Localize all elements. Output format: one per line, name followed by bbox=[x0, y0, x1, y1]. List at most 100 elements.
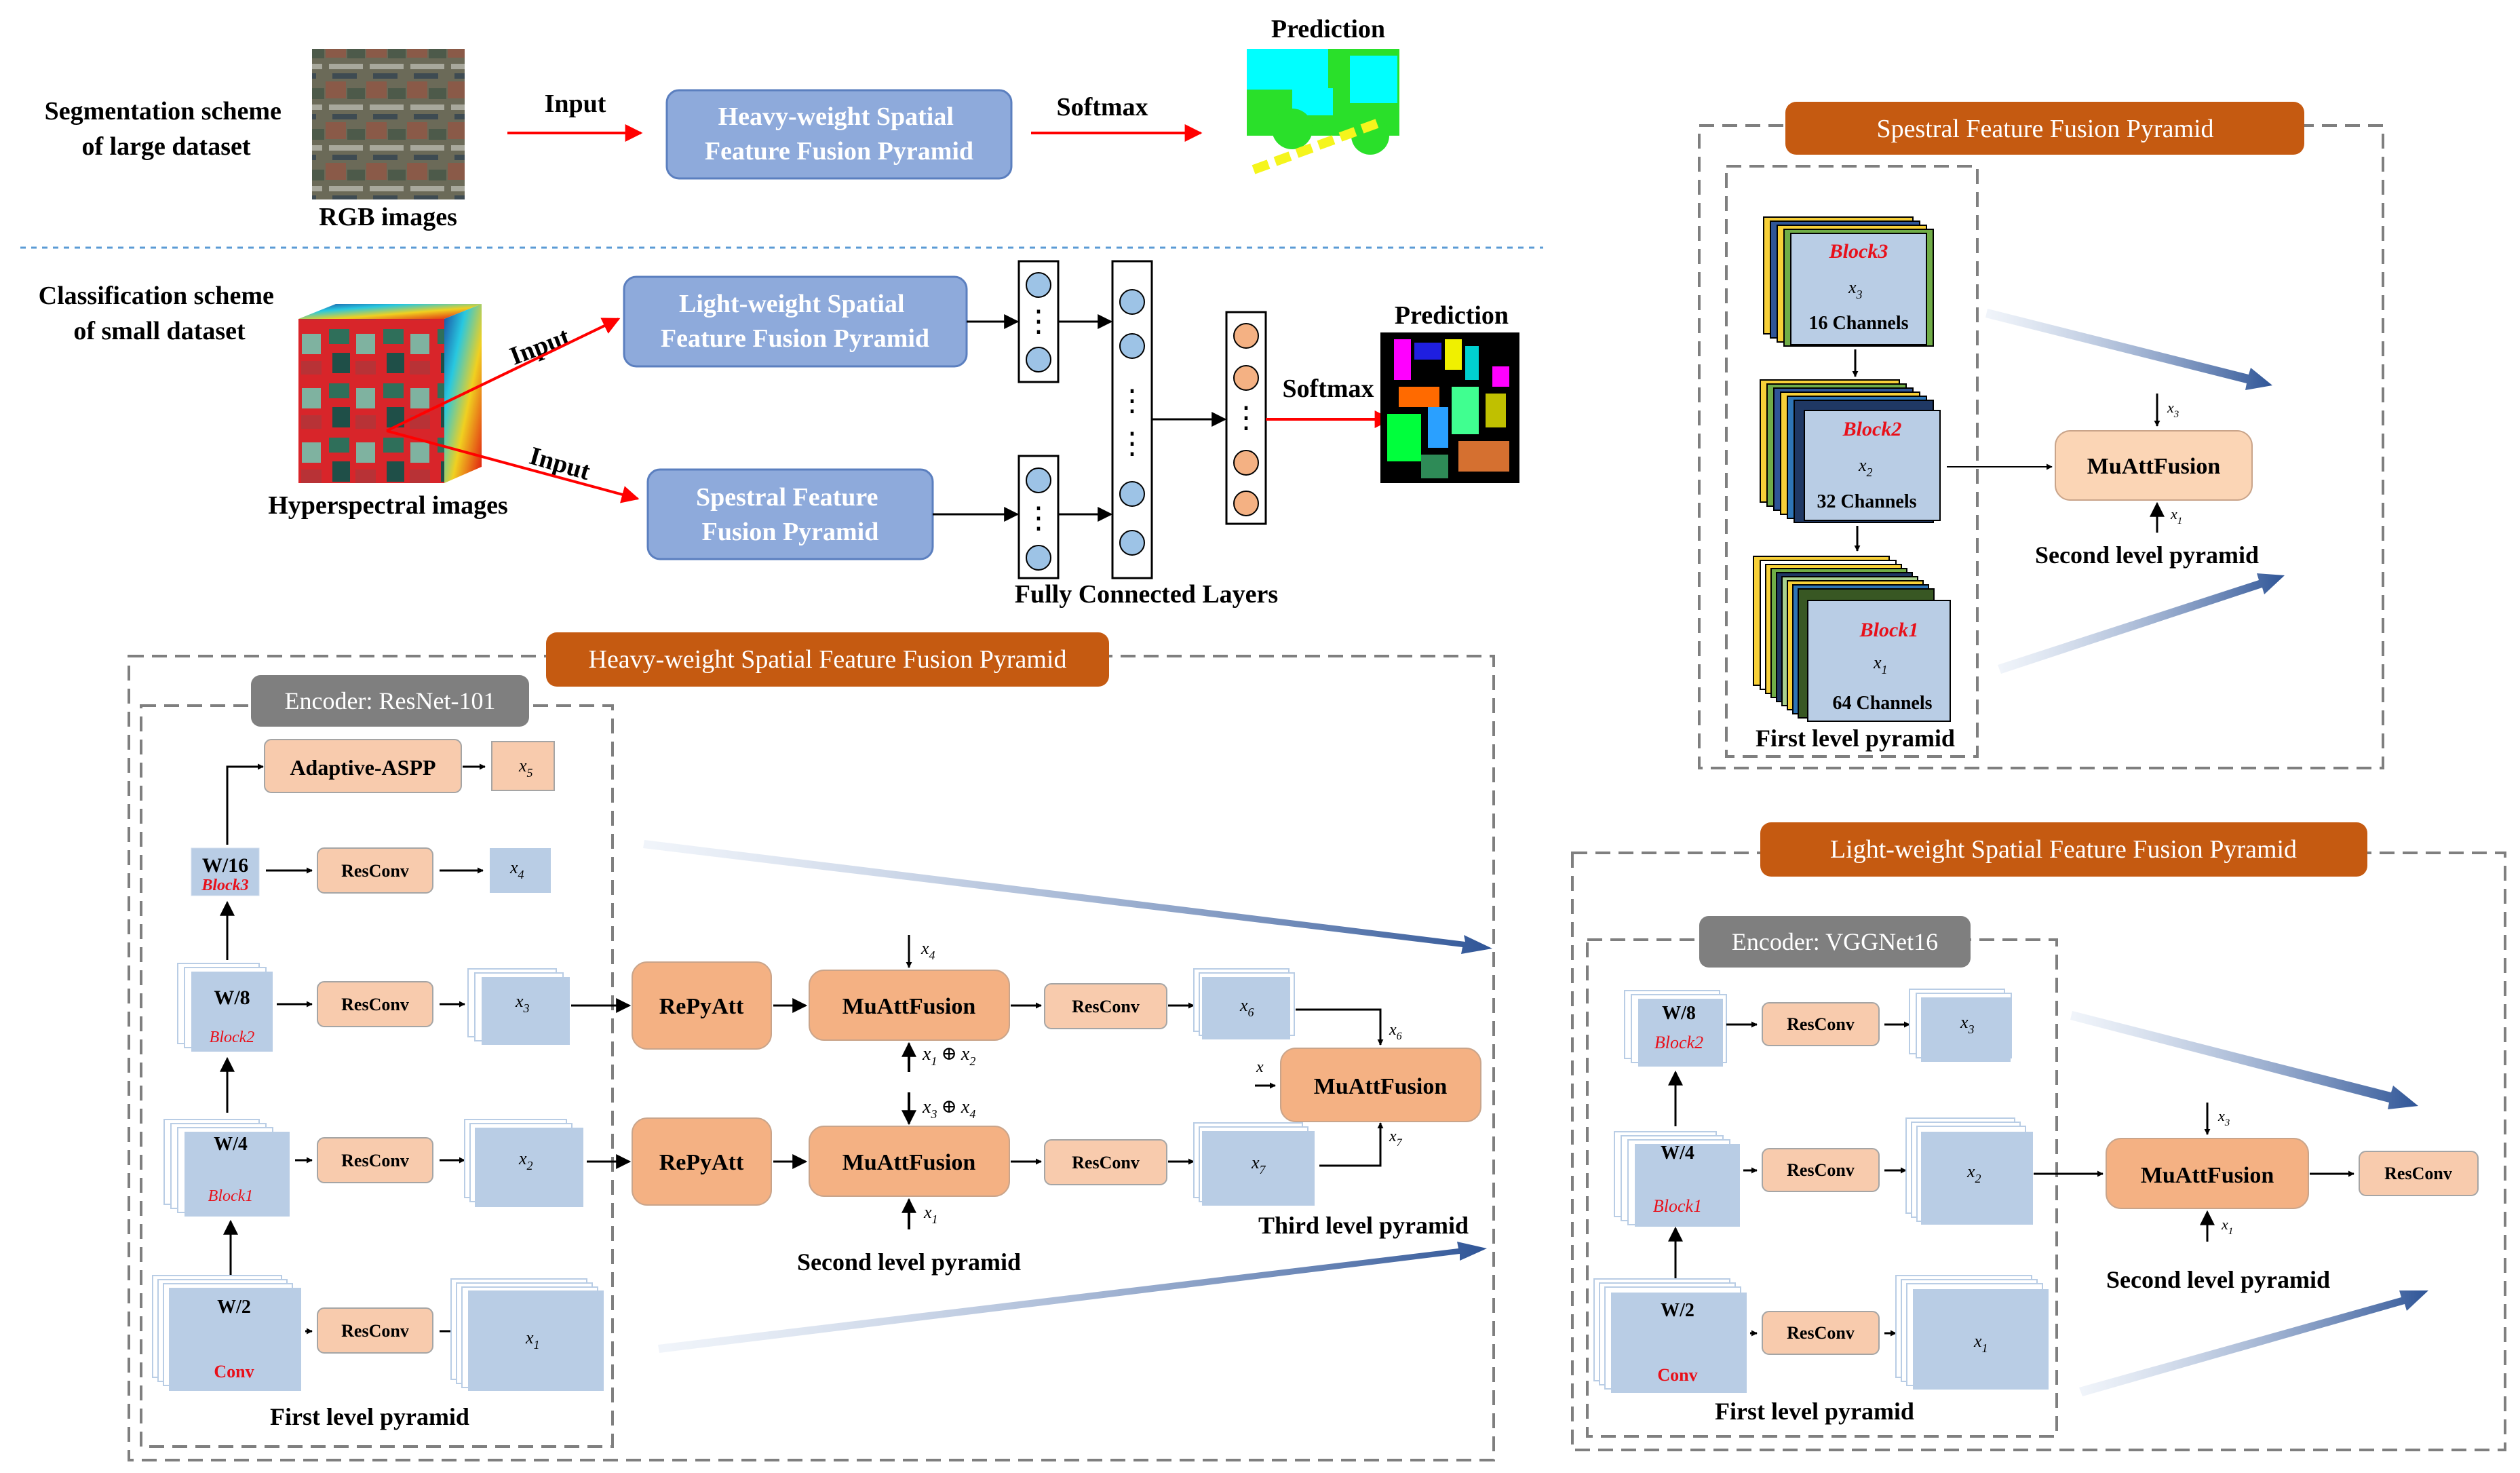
resconv-w4 bbox=[317, 1137, 433, 1183]
x1-stack: x1 bbox=[450, 1278, 604, 1391]
input-arrow-spectral bbox=[386, 429, 640, 503]
light-x3-stack: x3 bbox=[1909, 989, 2012, 1062]
svg-text:Block1: Block1 bbox=[1859, 619, 1919, 641]
softmax-label-cls: Softmax bbox=[1282, 375, 1374, 403]
light-resconv-out bbox=[2359, 1151, 2479, 1196]
svg-text:x3: x3 bbox=[515, 991, 530, 1015]
spectral-muatt-label: MuAttFusion bbox=[2087, 454, 2221, 479]
light-resconv-w4-label: ResConv bbox=[1787, 1160, 1855, 1180]
gradient-arrow-heavy-lower bbox=[658, 1242, 1487, 1353]
svg-text:W/2: W/2 bbox=[217, 1297, 251, 1318]
heavy-encoder-tag bbox=[251, 675, 529, 727]
resconv-w4-label: ResConv bbox=[341, 1151, 409, 1170]
svg-text:x2: x2 bbox=[518, 1149, 533, 1172]
gradient-arrow-heavy-upper bbox=[643, 840, 1492, 954]
resconv-w16 bbox=[317, 847, 433, 894]
input-label-seg: Input bbox=[545, 90, 606, 118]
gradient-arrow-light-upper bbox=[2070, 1011, 2418, 1109]
gradient-arrow-light-lower bbox=[2079, 1290, 2428, 1396]
resconv-upper-label: ResConv bbox=[1072, 997, 1140, 1016]
heavy-second-level-label: Second level pyramid bbox=[797, 1248, 1021, 1276]
spectral-block1-stack: Block1 x1 64 Channels bbox=[1753, 556, 1951, 722]
light-w2-conv: W/2 Conv bbox=[1593, 1278, 1747, 1393]
light-weight-box-label: Light-weight Spatial Feature Fusion Pyra… bbox=[661, 290, 929, 353]
svg-text:Block2: Block2 bbox=[1842, 418, 1902, 440]
spectral-panel: Spestral Feature Fusion Pyramid Block3 x… bbox=[1698, 102, 2384, 769]
heavy-third-level-label: Third level pyramid bbox=[1258, 1212, 1469, 1239]
muatt-upper bbox=[809, 970, 1010, 1041]
input-label-spectral: Input bbox=[526, 442, 594, 486]
spectral-second-level-label: Second level pyramid bbox=[2035, 541, 2259, 569]
svg-text:Block2: Block2 bbox=[210, 1029, 255, 1046]
spectral-panel-title-tag bbox=[1785, 102, 2304, 155]
spectral-muatt bbox=[2055, 430, 2253, 501]
x6-input-label: x6 bbox=[1389, 1021, 1402, 1042]
x5-box bbox=[491, 741, 555, 791]
fc-layer-2: ⋮ bbox=[1225, 311, 1267, 525]
light-encoder-tag bbox=[1699, 916, 1971, 968]
hyperspectral-cube-image bbox=[298, 304, 482, 483]
light-w4-block1: W/4 Block1 bbox=[1614, 1131, 1740, 1227]
spectral-block2-stack: Block2 x2 32 Channels bbox=[1760, 379, 1941, 523]
classification-scheme: Classification scheme of small dataset H… bbox=[39, 260, 1519, 609]
input-arrow-light bbox=[386, 318, 621, 432]
heavy-weight-panel: Heavy-weight Spatial Feature Fusion Pyra… bbox=[128, 632, 1495, 1461]
spectral-x3-label: x3 bbox=[2167, 399, 2179, 420]
gradient-arrow-spectral-lower bbox=[1998, 573, 2285, 674]
x4-label: x4 bbox=[509, 858, 524, 881]
x7-input-label: x7 bbox=[1389, 1128, 1403, 1149]
svg-text:Block3: Block3 bbox=[1829, 240, 1888, 263]
svg-text:Block2: Block2 bbox=[1654, 1033, 1703, 1052]
light-encoder-label: Encoder: VGGNet16 bbox=[1732, 928, 1938, 955]
light-first-level-label: First level pyramid bbox=[1715, 1398, 1914, 1425]
x3-stack: x3 bbox=[467, 968, 570, 1045]
x7-stack: x7 bbox=[1193, 1122, 1315, 1206]
cls-scheme-title: Classification scheme of small dataset bbox=[39, 282, 281, 345]
heavy-first-level-label: First level pyramid bbox=[270, 1403, 469, 1430]
w2-conv: W/2 Conv bbox=[152, 1275, 301, 1391]
resconv-lower bbox=[1044, 1139, 1167, 1185]
light-muatt-label: MuAttFusion bbox=[2141, 1163, 2274, 1188]
svg-text:Block3: Block3 bbox=[201, 877, 248, 894]
muatt-lower-label: MuAttFusion bbox=[842, 1150, 976, 1175]
x5-label: x5 bbox=[518, 756, 533, 780]
svg-text:x6: x6 bbox=[1239, 995, 1254, 1019]
repyatt-upper-label: RePyAtt bbox=[659, 994, 744, 1019]
svg-text:⋮: ⋮ bbox=[1117, 384, 1147, 417]
light-panel-title: Light-weight Spatial Feature Fusion Pyra… bbox=[1830, 835, 2297, 864]
light-second-level-label: Second level pyramid bbox=[2106, 1266, 2330, 1293]
muatt-upper-label: MuAttFusion bbox=[842, 994, 976, 1019]
light-x1-input-label: x1 bbox=[2221, 1216, 2233, 1237]
light-x1-stack: x1 bbox=[1895, 1275, 2049, 1390]
light-resconv-w2 bbox=[1762, 1311, 1880, 1355]
repyatt-lower-label: RePyAtt bbox=[659, 1150, 744, 1175]
svg-text:x1: x1 bbox=[1973, 1331, 1988, 1355]
light-w8-block2: W/8 Block2 bbox=[1624, 990, 1727, 1067]
svg-text:x3: x3 bbox=[1848, 278, 1863, 301]
rgb-images-label: RGB images bbox=[319, 203, 457, 231]
light-feature-vector: ⋮ bbox=[1017, 260, 1060, 383]
heavy-weight-box bbox=[665, 89, 1013, 180]
fully-connected-layers-label: Fully Connected Layers bbox=[1015, 580, 1278, 609]
spectral-panel-border bbox=[1698, 124, 2384, 769]
resconv-w16-label: ResConv bbox=[341, 861, 409, 881]
light-resconv-w8-label: ResConv bbox=[1787, 1014, 1855, 1034]
light-resconv-w8 bbox=[1762, 1002, 1880, 1046]
hyperspectral-images-label: Hyperspectral images bbox=[268, 491, 508, 520]
light-panel-title-tag bbox=[1760, 822, 2367, 877]
light-resconv-out-label: ResConv bbox=[2384, 1164, 2452, 1183]
svg-text:Block1: Block1 bbox=[1653, 1196, 1702, 1216]
adaptive-aspp-box bbox=[264, 739, 462, 793]
svg-text:Conv: Conv bbox=[214, 1362, 254, 1381]
segmentation-scheme: Segmentation scheme of large dataset RGB… bbox=[45, 15, 1399, 231]
svg-text:Block1: Block1 bbox=[208, 1187, 254, 1205]
arrow-block3-to-aspp bbox=[226, 763, 264, 845]
w8-block2: W/8 Block2 bbox=[177, 963, 273, 1052]
resconv-w8 bbox=[317, 981, 433, 1027]
x5-input-label-third: x bbox=[1256, 1058, 1264, 1076]
svg-text:x2: x2 bbox=[1966, 1162, 1981, 1185]
heavy-encoder-label: Encoder: ResNet-101 bbox=[285, 687, 496, 714]
repyatt-lower bbox=[632, 1117, 772, 1206]
svg-text:⋮: ⋮ bbox=[1231, 401, 1261, 434]
light-x3-input-label: x3 bbox=[2217, 1107, 2230, 1128]
